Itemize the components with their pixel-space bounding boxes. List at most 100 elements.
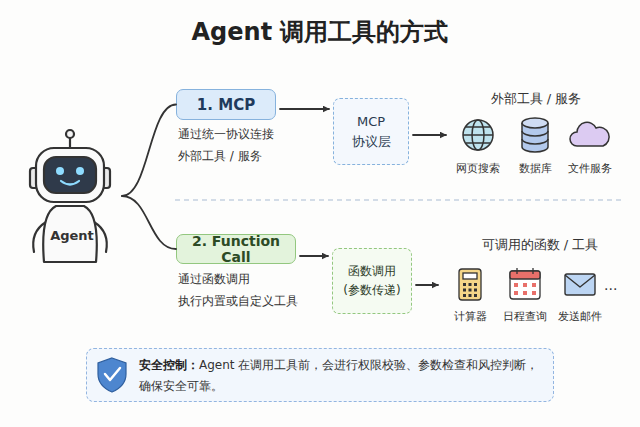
globe-icon	[463, 120, 493, 150]
tool-icon: 网页搜索	[450, 118, 506, 176]
database-band	[522, 139, 548, 144]
security-panel-fill	[86, 348, 554, 402]
robot-antenna-ball	[66, 130, 74, 138]
calculator-key	[469, 289, 472, 292]
flow-arrow	[413, 134, 446, 136]
node-label: MCP 协议层	[348, 112, 394, 152]
node-text-group: 计算器	[454, 309, 487, 324]
node-label: 2. Function Call	[192, 233, 280, 265]
envelope-body	[565, 274, 595, 295]
robot-eye	[76, 167, 84, 175]
tool-icon: 发送邮件	[552, 266, 608, 324]
node-label: 安全控制：	[139, 358, 199, 372]
node-label: 函数调用 (参数传递)	[337, 262, 407, 300]
tool-icon: 文件服务	[562, 118, 618, 176]
envelope-flap	[565, 275, 595, 287]
calculator-key	[474, 283, 477, 286]
calendar-day	[523, 283, 527, 287]
security-note-box: 安全控制：Agent 在调用工具前，会进行权限校验、参数检查和风控判断， 确保安…	[86, 348, 554, 402]
node-label: 日程查询	[503, 310, 547, 323]
shield-check	[105, 368, 120, 380]
calendar-ring	[516, 268, 517, 274]
calendar-day	[514, 283, 518, 287]
agent-robot: Agent	[22, 130, 122, 262]
node-text-group: 文件服务	[568, 161, 612, 176]
mail-icon	[565, 274, 595, 295]
node-text-group: 2. Function Call	[177, 233, 295, 265]
database-top	[522, 118, 548, 128]
calculator-key	[463, 289, 466, 292]
calendar-ring	[532, 268, 533, 274]
shield-icon	[98, 358, 126, 392]
diagram-title: Agent 调用工具的方式	[0, 16, 640, 48]
calculator-key	[463, 283, 466, 286]
calendar-day	[532, 283, 536, 287]
node-text-group: 安全控制：Agent 在调用工具前，会进行权限校验、参数检查和风控判断， 确保安…	[139, 355, 547, 397]
shield-shape	[98, 358, 126, 392]
tool-icon: 日程查询	[497, 266, 553, 324]
tool-icon: 计算器	[442, 266, 498, 324]
flow-arrow	[416, 284, 438, 286]
calculator-body	[459, 269, 481, 300]
node-label: 发送邮件	[558, 310, 602, 323]
tool-icon: 数据库	[507, 118, 563, 176]
node-text-group: 1. MCP	[197, 96, 255, 114]
robot-illustration	[30, 130, 110, 262]
robot-antenna	[69, 138, 71, 148]
globe-equator	[463, 134, 493, 136]
branch-line	[122, 196, 176, 249]
node-label: 网页搜索	[456, 162, 500, 175]
calendar-icon	[510, 268, 540, 299]
function-call-box: 函数调用 (参数传递)	[332, 248, 412, 314]
method-box: 2. Function Call	[176, 234, 296, 264]
calendar-body	[510, 271, 540, 299]
node-text-group: 发送邮件	[558, 309, 602, 324]
calculator-key	[469, 294, 472, 297]
calendar-header	[510, 271, 540, 279]
calculator-key	[463, 294, 466, 297]
node-text-group: 数据库	[519, 161, 552, 176]
node-label: 数据库	[519, 162, 552, 175]
node-text-group: 函数调用 (参数传递)	[337, 262, 407, 300]
method-description: 通过函数调用 执行内置或自定义工具	[178, 268, 310, 312]
robot-eye	[56, 167, 64, 175]
robot-head	[36, 148, 104, 202]
globe-parallel	[466, 142, 490, 144]
method-description: 通过统一协议连接 外部工具 / 服务	[178, 123, 302, 167]
flow-arrow	[300, 255, 328, 257]
robot-face	[44, 157, 96, 193]
calculator-key	[474, 294, 477, 297]
calendar-day	[514, 291, 518, 295]
calendar-day	[532, 291, 536, 295]
robot-smile	[61, 181, 79, 185]
node-label: 1. MCP	[197, 96, 255, 114]
node-text-group: Agent	[22, 228, 122, 243]
flow-arrow	[280, 108, 329, 110]
node-label: Agent	[50, 228, 94, 243]
node-text-group: MCP 协议层	[348, 112, 394, 152]
globe-circle	[463, 120, 493, 150]
protocol-layer-box: MCP 协议层	[333, 98, 409, 165]
node-label: 计算器	[454, 310, 487, 323]
branch-line	[122, 105, 176, 197]
database-icon	[522, 118, 548, 152]
cloud-icon	[570, 122, 609, 146]
globe-parallel	[466, 126, 490, 128]
robot-body	[43, 206, 97, 262]
calculator-icon	[459, 269, 481, 300]
node-text-group: 网页搜索	[456, 161, 500, 176]
database-band	[522, 131, 548, 136]
group-heading: 可调用的函数 / 工具	[478, 236, 602, 254]
node-text-group: 日程查询	[503, 309, 547, 324]
node-label: 文件服务	[568, 162, 612, 175]
separator-line	[175, 199, 622, 201]
calculator-screen	[463, 273, 477, 279]
calculator-key	[469, 283, 472, 286]
node-body-text: Agent 在调用工具前，会进行权限校验、参数检查和风控判断， 确保安全可靠。	[139, 358, 538, 393]
ellipsis-mark: ...	[604, 276, 630, 294]
method-box: 1. MCP	[176, 89, 276, 120]
calculator-key	[474, 289, 477, 292]
calendar-day	[523, 291, 527, 295]
group-heading: 外部工具 / 服务	[480, 90, 592, 108]
